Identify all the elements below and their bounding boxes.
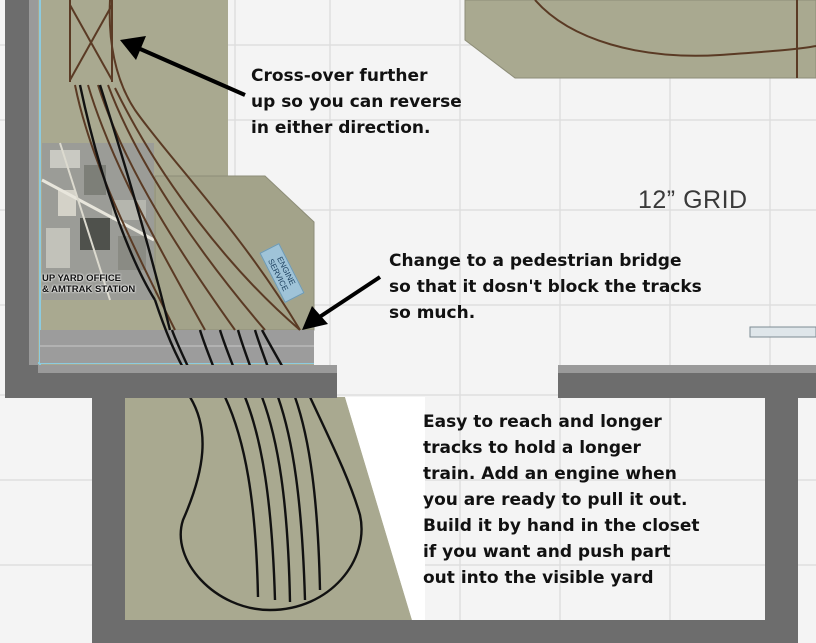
closet-track-loop <box>179 396 363 612</box>
annotation-arrows <box>120 36 382 330</box>
bridge-arrow <box>302 275 382 330</box>
bridge-note: Change to a pedestrian bridge so that it… <box>389 251 702 323</box>
crossover-arrow <box>120 36 246 97</box>
crossover-note: Cross-over further up so you can reverse… <box>251 66 462 138</box>
shelf <box>749 326 816 338</box>
closet-note: Easy to reach and longer tracks to hold … <box>423 412 700 588</box>
wall-highlights <box>29 0 816 373</box>
yard-office-label: UP YARD OFFICE & AMTRAK STATION <box>42 273 136 295</box>
upper-right-benchwork <box>464 0 816 79</box>
grid-scale-label: 12” GRID <box>638 186 748 214</box>
